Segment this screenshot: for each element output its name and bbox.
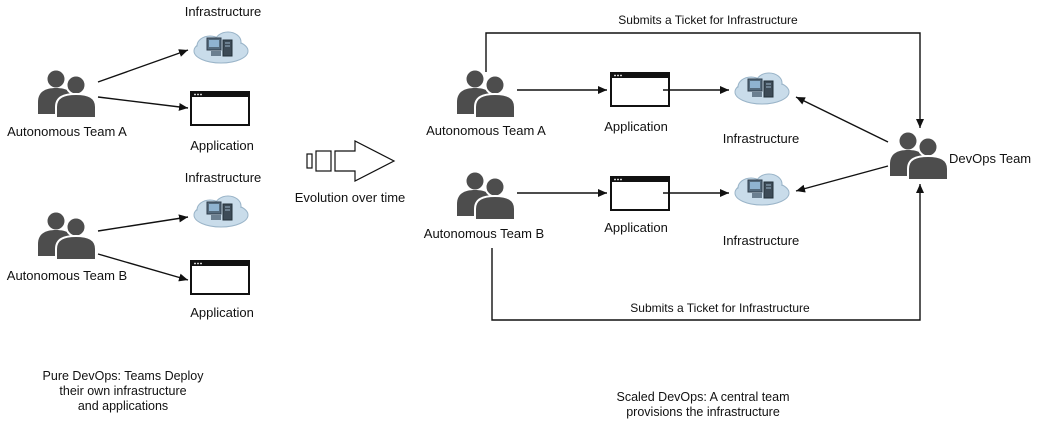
arrow-team-b-to-infra <box>97 214 189 232</box>
ticket-line-bottom <box>491 184 924 321</box>
devops-team-people-icon <box>889 131 949 181</box>
right-team-a-label: Autonomous Team A <box>426 123 546 138</box>
left-app-b-label: Application <box>190 305 254 320</box>
left-team-a-label: Autonomous Team A <box>7 124 127 139</box>
right-caption-line: Scaled DevOps: A central team <box>616 390 790 404</box>
left-caption-line: their own infrastructure <box>59 384 187 398</box>
application-window-icon <box>610 72 670 107</box>
arrow-devops-to-infra-b <box>795 165 889 193</box>
ticket-bottom-label: Submits a Ticket for Infrastructure <box>630 301 810 315</box>
right-infra-a-label: Infrastructure <box>722 131 800 146</box>
left-team-b-label: Autonomous Team B <box>6 268 128 283</box>
right-caption-line: provisions the infrastructure <box>626 405 780 419</box>
left-caption-line: Pure DevOps: Teams Deploy <box>42 369 204 383</box>
infrastructure-cloud-icon <box>734 173 790 206</box>
devops-team-label: DevOps Team <box>949 151 1032 166</box>
team-b-people-icon <box>456 171 516 221</box>
left-infra-a-label: Infrastructure <box>184 4 262 19</box>
ticket-top-label: Submits a Ticket for Infrastructure <box>618 13 798 27</box>
right-caption: Scaled DevOps: A central team provisions… <box>616 390 789 420</box>
application-window-icon <box>190 91 250 126</box>
arrow-devops-to-infra-a <box>795 96 889 143</box>
application-window-icon <box>610 176 670 211</box>
left-infra-b-label: Infrastructure <box>184 170 262 185</box>
application-window-icon <box>190 260 250 295</box>
team-a-people-icon <box>37 69 97 119</box>
infrastructure-cloud-icon <box>193 31 249 64</box>
infrastructure-cloud-icon <box>193 195 249 228</box>
right-app-a-label: Application <box>604 119 668 134</box>
evolution-arrow-icon <box>306 140 396 182</box>
evolution-label: Evolution over time <box>294 190 406 205</box>
right-team-b-label: Autonomous Team B <box>423 226 545 241</box>
infrastructure-cloud-icon <box>734 72 790 105</box>
left-caption: Pure DevOps: Teams Deploy their own infr… <box>43 369 204 414</box>
team-b-people-icon <box>37 211 97 261</box>
arrow-team-a-to-app <box>97 96 189 111</box>
left-caption-line: and applications <box>77 399 169 413</box>
arrow-team-b-to-app <box>97 253 189 282</box>
right-app-b-label: Application <box>604 220 668 235</box>
right-infra-b-label: Infrastructure <box>722 233 800 248</box>
ticket-line-top <box>485 32 924 128</box>
team-a-people-icon <box>456 69 516 119</box>
arrow-team-a-to-infra <box>97 49 189 83</box>
left-app-a-label: Application <box>190 138 254 153</box>
